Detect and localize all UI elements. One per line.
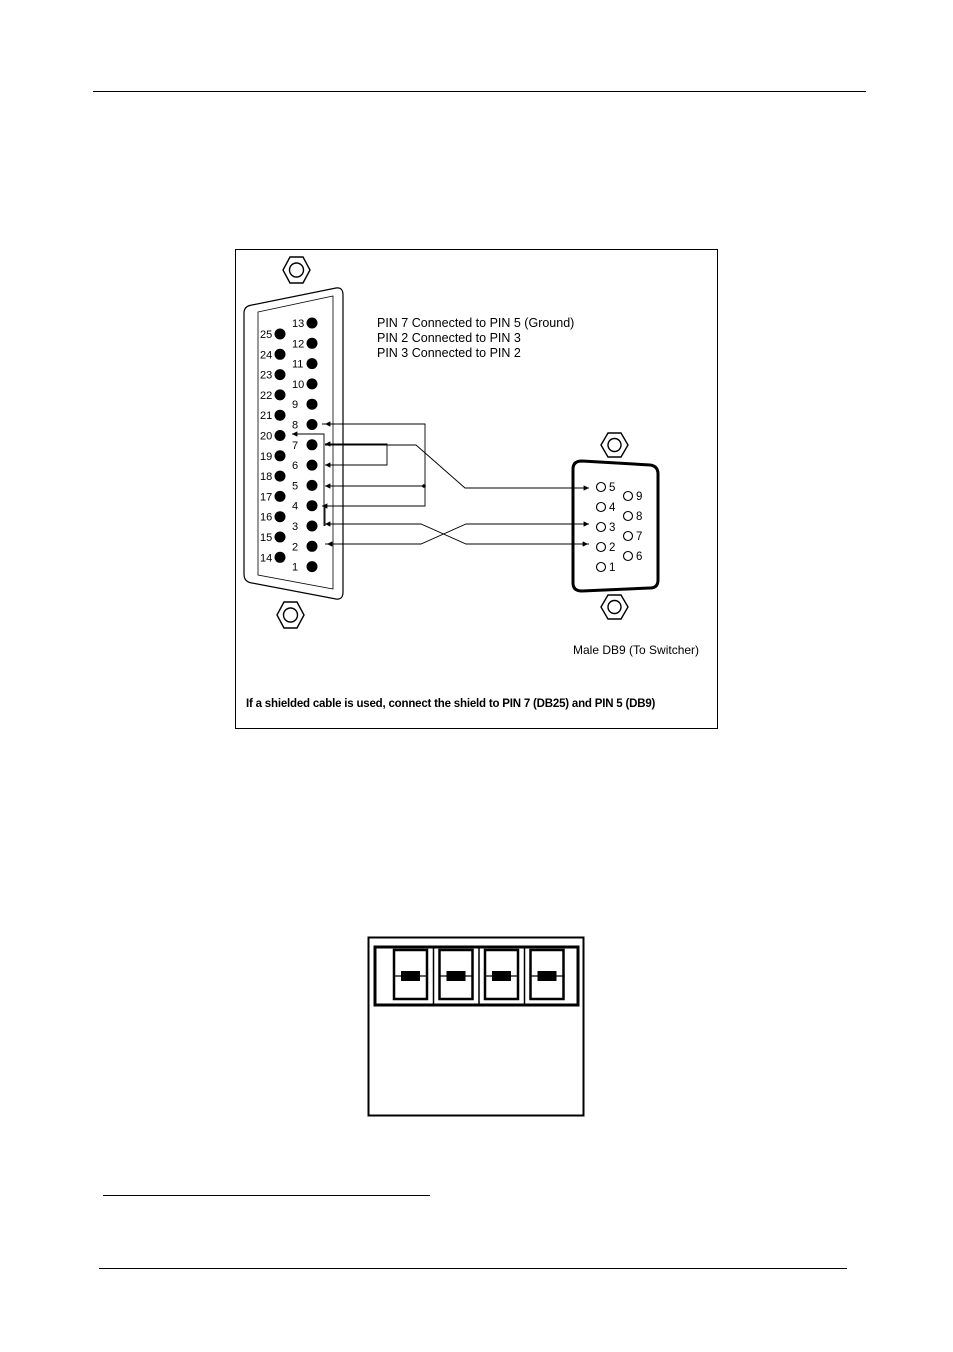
db25-pin [275,552,286,563]
db25-top-screw-icon [283,257,310,283]
db9-pin-label: 7 [636,531,642,543]
db25-pin [275,410,286,421]
dip-switch[interactable] [531,950,564,999]
note-pin2: PIN 2 Connected to PIN 3 [377,331,521,346]
db9-top-screw-icon [601,433,628,457]
db25-pin-label: 23 [260,370,272,382]
dip-switch[interactable] [440,950,473,999]
db9-pin-label: 4 [609,502,616,514]
db25-pin-label: 8 [292,420,298,432]
db9-pin [624,512,633,521]
db25-pin-label: 4 [292,501,298,513]
db25-pin [307,439,318,450]
db9-pin-label: 9 [636,491,642,503]
db25-pin-label: 21 [260,410,272,422]
db9-pin-label: 8 [636,511,642,523]
db25-pin [275,430,286,441]
db9-pin [597,523,606,532]
db25-pin [307,338,318,349]
shield-note: If a shielded cable is used, connect the… [246,697,655,712]
db25-bottom-screw-icon [277,602,304,628]
db25-pin-label: 14 [260,552,272,564]
db25-pin [307,500,318,511]
db9-label: Male DB9 (To Switcher) [573,643,699,658]
dip-switch[interactable] [485,950,518,999]
db25-pin-label: 10 [292,379,304,391]
wire-db9-3-db25-2 [325,524,589,544]
db25-pin [307,521,318,532]
db9-pin [597,503,606,512]
db25-pin [275,471,286,482]
db25-pin [275,329,286,340]
db25-pin [275,511,286,522]
wire-7-6 [325,444,387,465]
db9-bottom-screw-icon [601,595,628,619]
db25-pin [307,480,318,491]
db9-pin [624,492,633,501]
header-rule [93,91,866,92]
db25-pin [307,318,318,329]
db25-right-pins: 13 12 11 10 9 8 7 6 5 4 3 2 1 [292,318,318,574]
db25-pin-label: 12 [292,338,304,350]
db25-pin-label: 2 [292,541,298,553]
db9-left-pins: 5 4 3 2 1 [597,482,617,574]
db25-pin-label: 18 [260,471,272,483]
db25-pin-label: 15 [260,532,272,544]
db9-pin-label: 1 [609,562,615,574]
db25-pin [307,419,318,430]
db25-pin-label: 17 [260,491,272,503]
db25-pin-label: 3 [292,521,298,533]
wire-db9-2-db25-3 [325,524,589,544]
db25-pin [275,349,286,360]
db25-pin-label: 9 [292,399,298,411]
db25-pin [275,389,286,400]
db9-shell [573,461,658,591]
db25-pin-label: 19 [260,451,272,463]
footer-rule [99,1268,847,1269]
db25-pin-label: 7 [292,440,298,452]
db25-left-pins: 25 24 23 22 21 20 19 18 17 16 15 14 [260,329,286,565]
db9-pin-label: 6 [636,551,642,563]
db9-pin-label: 5 [609,482,615,494]
db9-pin-label: 2 [609,542,615,554]
db25-pin-label: 20 [260,431,272,443]
db25-pin [275,532,286,543]
db25-pin [307,561,318,572]
db9-pin [597,543,606,552]
wiring-lines [292,424,589,544]
db9-pin [597,483,606,492]
db25-pin [307,460,318,471]
db25-pin [275,450,286,461]
note-pin7: PIN 7 Connected to PIN 5 (Ground) [377,316,574,331]
db25-pin [275,491,286,502]
db25-pin [307,399,318,410]
db25-pin-label: 16 [260,512,272,524]
dip-switches [394,947,564,1005]
db25-pin-label: 6 [292,460,298,472]
db25-pin-label: 1 [292,562,298,574]
footnote-rule [103,1195,430,1196]
db25-pin-label: 22 [260,390,272,402]
db9-pin [597,563,606,572]
dip-switch-figure [367,936,587,1118]
db9-pin [624,552,633,561]
db9-pin-label: 3 [609,522,615,534]
db25-pin-label: 11 [292,359,303,371]
db9-pin [624,532,633,541]
db25-pin [307,541,318,552]
db25-pin-label: 25 [260,329,272,341]
dip-switch[interactable] [394,950,427,999]
db25-pin-label: 13 [292,318,304,330]
db25-pin-label: 24 [260,349,272,361]
db9-right-pins: 9 8 7 6 [624,491,643,563]
db25-pin [307,378,318,389]
note-pin3: PIN 3 Connected to PIN 2 [377,346,521,361]
wire-db9-5-db25-7 [325,445,589,488]
db25-pin [275,369,286,380]
db25-pin [307,358,318,369]
db25-pin-label: 5 [292,480,298,492]
